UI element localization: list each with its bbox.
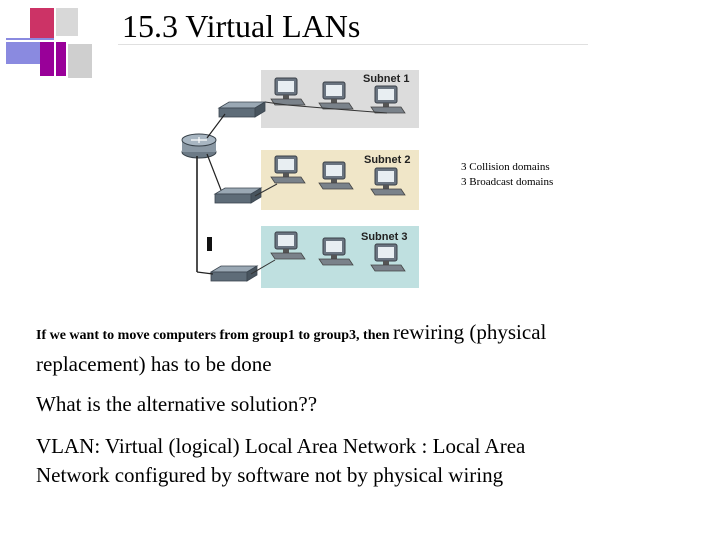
collision-domains-label: 3 Collision domains: [461, 161, 550, 173]
paragraph-rewiring-intro: If we want to move computers from group1…: [36, 328, 393, 343]
decor-line-horizontal: [0, 40, 96, 42]
domain-annotation: 3 Collision domains 3 Broadcast domains: [461, 160, 553, 190]
decor-line-vertical: [54, 0, 56, 80]
subnet-3-label: Subnet 3: [361, 231, 407, 243]
decor-square-purple: [40, 42, 66, 76]
subnet-2-label: Subnet 2: [364, 154, 410, 166]
router-icon: [181, 133, 217, 159]
paragraph-rewiring-rest: rewiring (physical replacement) has to b…: [36, 320, 547, 376]
paragraph-vlan-definition: VLAN: Virtual (logical) Local Area Netwo…: [36, 434, 526, 487]
decor-square-red: [30, 8, 54, 38]
decor-square-gray-bottom: [68, 44, 92, 78]
paragraph-rewiring: If we want to move computers from group1…: [36, 318, 576, 379]
broadcast-domains-label: 3 Broadcast domains: [461, 176, 554, 188]
slide-title: 15.3 Virtual LANs: [122, 8, 361, 44]
decor-square-gray-top: [56, 8, 78, 36]
title-underline: [118, 44, 588, 45]
switch-icon: [218, 101, 266, 118]
network-diagram: Subnet 1 Subnet 2 Subnet 3: [181, 70, 419, 288]
switch-icon: [210, 265, 258, 282]
switch-icon: [214, 187, 262, 204]
paragraph-question: What is the alternative solution??: [36, 392, 318, 416]
subnet-1-label: Subnet 1: [363, 73, 409, 85]
